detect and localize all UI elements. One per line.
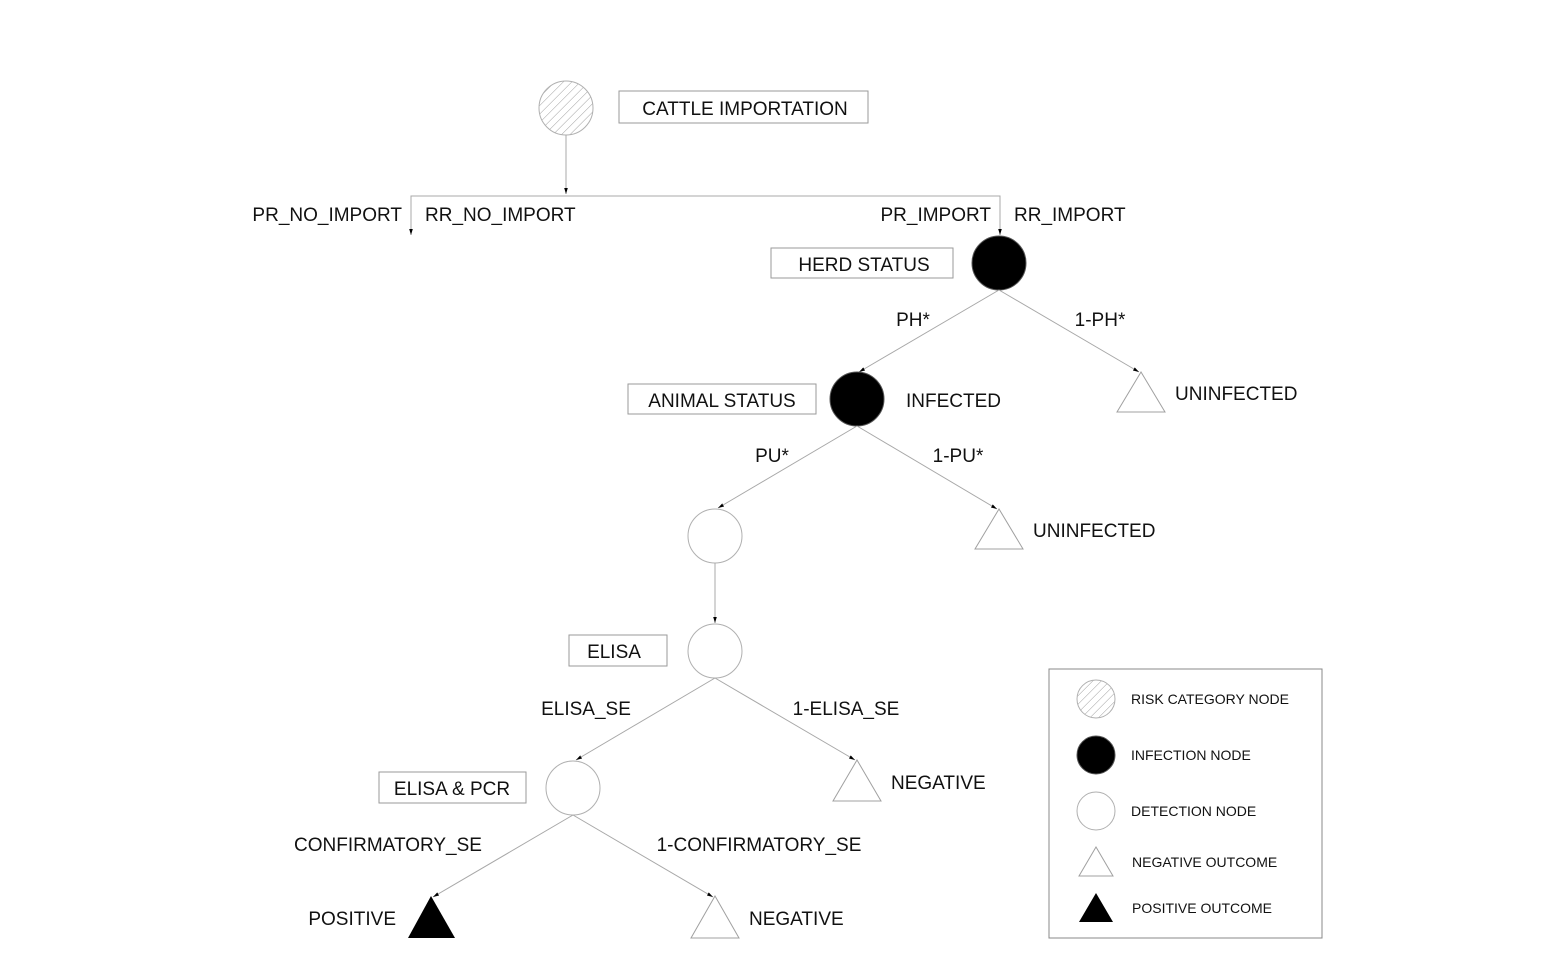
outcome-animal-uninfected: UNINFECTED [1033,521,1155,542]
edge-label-rr-no-import: RR_NO_IMPORT [425,205,576,226]
edge-1-elisa-se [714,677,856,761]
herd-status-box [770,247,954,279]
edge-label-1-confirmatory-se: 1-CONFIRMATORY_SE [657,835,862,856]
legend-label: NEGATIVE OUTCOME [1132,854,1277,870]
edge-ph [858,289,1000,373]
elisa-pcr-box [378,771,527,804]
edge-1-pu [856,425,998,510]
edge-label-confirmatory-se: CONFIRMATORY_SE [294,835,482,856]
elisa-node [687,623,743,679]
edge-label-pr-import: PR_IMPORT [880,205,991,226]
legend-label: DETECTION NODE [1131,803,1256,819]
animal-status-label: ANIMAL STATUS [648,391,795,412]
edge-elisa-se [575,677,716,761]
infected-label: INFECTED [906,391,1001,412]
edge-label-ph: PH* [896,310,930,331]
negative-outcome-triangle [974,508,1024,550]
edge-label-pu: PU* [755,446,789,467]
legend-label: RISK CATEGORY NODE [1131,691,1289,707]
animal-status-node [829,371,885,427]
filled-triangle-icon [1079,893,1113,922]
edge-label-1-ph: 1-PH* [1075,310,1126,331]
open-circle-icon [1076,791,1116,831]
edge-label-rr-import: RR_IMPORT [1014,205,1126,226]
elisa-label: ELISA [587,642,641,663]
outcome-pcr-positive: POSITIVE [308,909,396,930]
open-triangle-icon [1078,846,1114,877]
negative-outcome-triangle [832,759,882,802]
edge-label-elisa-se: ELISA_SE [541,699,631,720]
negative-outcome-triangle [1116,371,1166,413]
legend-label: INFECTION NODE [1131,747,1251,763]
elisa-pcr-label: ELISA & PCR [394,779,510,800]
cattle-importation-box: CATTLE IMPORTATION [618,90,869,124]
legend: RISK CATEGORY NODE INFECTION NODE DETECT… [1048,668,1323,939]
animal-status-box [627,383,817,415]
outcome-elisa-negative: NEGATIVE [891,773,986,794]
hatched-circle-icon [1076,679,1116,719]
edge-label-1-pu: 1-PU* [933,446,984,467]
edge-1-confirmatory-se [572,814,714,898]
herd-status-label: HERD STATUS [798,255,929,276]
elisa-pcr-node [545,760,601,816]
elisa-box [568,634,668,667]
edge-label-pr-no-import: PR_NO_IMPORT [252,205,402,226]
detection-node [687,508,743,564]
outcome-pcr-negative: NEGATIVE [749,909,844,930]
edge-confirmatory-se [432,814,574,898]
risk-category-node [538,80,594,136]
herd-status-node [971,235,1027,291]
negative-outcome-triangle [690,894,740,939]
edge-pu [717,425,858,509]
legend-label: POSITIVE OUTCOME [1132,900,1272,916]
filled-circle-icon [1076,735,1116,775]
positive-outcome-triangle [408,896,455,938]
outcome-herd-uninfected: UNINFECTED [1175,384,1297,405]
cattle-importation-label: CATTLE IMPORTATION [642,99,848,120]
edge-1-ph [998,289,1140,373]
edge-label-1-elisa-se: 1-ELISA_SE [793,699,900,720]
